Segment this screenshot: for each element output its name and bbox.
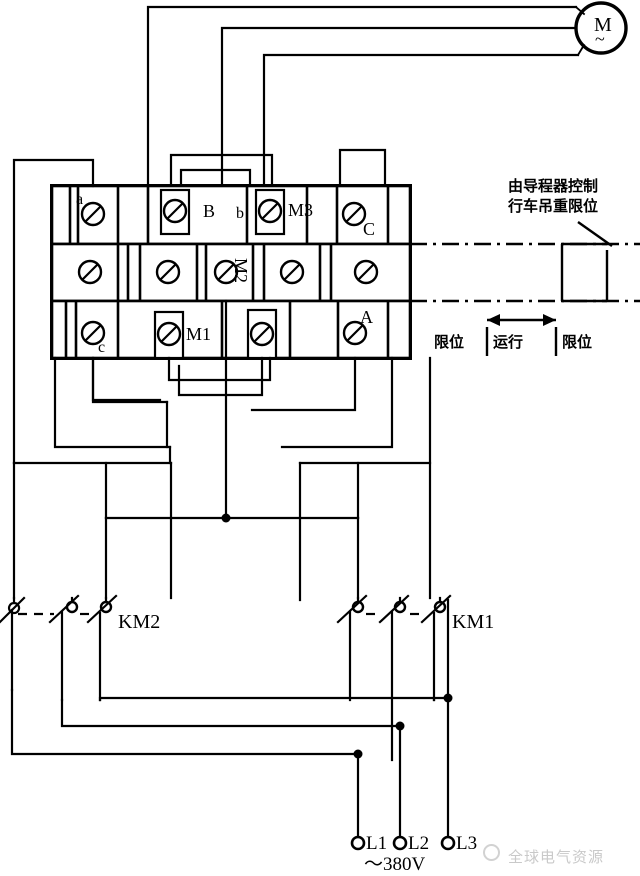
screw-terminal [279,259,305,285]
supply-crossover-wires [10,598,453,759]
screw-terminal [213,259,239,285]
supply-terminal-l1: L1 [366,833,388,854]
limit-note-line1: 由导程器控制 [508,177,599,195]
screw-terminal [155,259,181,285]
run-zone-arrow [485,314,558,356]
lower-interconnect-wires [12,299,432,602]
terminal-row-bottom [50,299,412,360]
contactor-km1[interactable] [336,594,452,762]
terminal-label-a: a [76,191,84,208]
contactor-km2[interactable] [0,594,118,702]
terminal-label-c: c [98,339,106,356]
motor-feed-wires [146,5,586,240]
terminal-label-M2: M2 [231,258,251,284]
supply-terminal-l3: L3 [456,833,478,854]
supply-voltage-label: ～380V [364,854,426,875]
screw-terminal [162,198,188,224]
terminal-label-B: B [203,201,216,221]
terminal-label-M1: M1 [186,324,212,344]
screw-terminal [156,321,182,347]
screw-terminal [341,201,367,227]
motor-symbol-label: M [594,14,612,36]
screw-terminal [80,201,106,227]
terminal-label-C: C [363,219,376,239]
terminal-block [50,184,412,360]
motor-ac-mark: ~ [595,29,605,49]
contactor-label-km2: KM2 [118,611,161,633]
supply-terminal-l2: L2 [408,833,430,854]
terminal-label-A: A [360,307,373,327]
zone-label-right: 限位 [562,333,593,351]
terminal-label-b: b [236,205,244,222]
screw-terminal [257,198,283,224]
screw-terminal [353,259,379,285]
watermark-logo-icon [483,844,500,861]
terminal-label-M3: M3 [288,200,314,220]
zone-label-center: 运行 [493,333,524,351]
contactor-label-km1: KM1 [452,611,495,633]
screw-terminal [342,320,368,346]
screw-terminal [80,320,106,346]
limit-note-line2: 行车吊重限位 [508,197,599,215]
limit-switch-lines [410,221,640,303]
screw-terminal [249,321,275,347]
supply-feeder-lines [350,696,456,851]
zone-label-left: 限位 [434,333,465,351]
watermark-text: 全球电气资源 [508,848,605,866]
screw-terminal [77,259,103,285]
